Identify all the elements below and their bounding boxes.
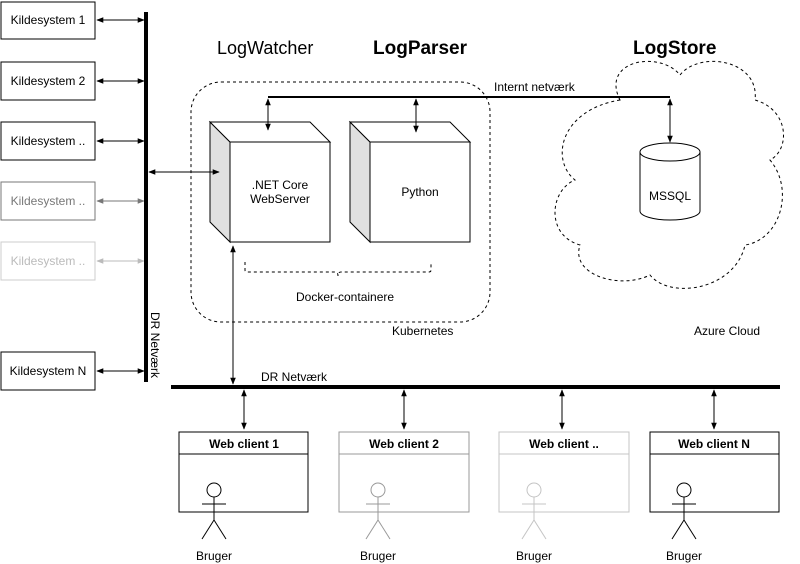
source-system-2: Kildesystem 2 [0,61,96,101]
source-system-5: Kildesystem .. [0,241,96,281]
web-client-title: Web client .. [529,437,599,451]
source-system-label: Kildesystem 1 [11,13,86,27]
web-client-2: Web client 2 Bruger [338,431,470,563]
user-label: Bruger [516,549,552,563]
vertical-network-label: DR Netværk [148,312,162,379]
user-icon [521,482,547,540]
user-icon [365,482,391,540]
source-system-label: Kildesystem .. [11,194,86,208]
source-system-3: Kildesystem .. [0,121,96,161]
web-client-3: Web client .. Bruger [498,431,630,563]
dotnet-label-line2: WebServer [250,192,310,206]
kubernetes-cluster [190,81,491,323]
user-icon [201,482,227,540]
dotnet-container: .NET Core WebServer [208,120,332,244]
dotnet-label-line1: .NET Core [252,178,309,192]
source-system-label: Kildesystem .. [11,134,86,148]
docker-brace [244,262,432,277]
web-client-n: Web client N Bruger [649,431,780,563]
horizontal-network-label: DR Netværk [261,370,328,384]
web-client-1: Web client 1 Bruger [178,431,309,563]
python-container: Python [348,120,472,244]
docker-label: Docker-containere [296,290,394,304]
mssql-database: MSSQL [639,142,701,221]
source-system-label: Kildesystem .. [11,254,86,268]
source-system-1: Kildesystem 1 [0,1,96,40]
user-label: Bruger [666,549,702,563]
internal-network-label: Internt netværk [494,80,576,94]
python-label: Python [401,185,438,199]
source-system-4: Kildesystem .. [0,181,96,221]
logparser-title: LogParser [373,38,468,59]
source-system-n: Kildesystem N [0,351,96,391]
web-client-title: Web client 1 [209,437,279,451]
source-system-label: Kildesystem 2 [11,74,86,88]
user-icon [671,482,697,540]
user-label: Bruger [360,549,396,563]
web-client-title: Web client N [678,437,750,451]
source-system-label: Kildesystem N [10,364,87,378]
web-client-title: Web client 2 [369,437,439,451]
web-client-connectors [241,389,717,430]
azure-label: Azure Cloud [694,324,760,338]
logstore-title: LogStore [633,38,716,59]
user-label: Bruger [196,549,232,563]
kubernetes-label: Kubernetes [392,324,453,338]
logwatcher-title: LogWatcher [217,38,313,58]
mssql-label: MSSQL [649,189,691,203]
source-system-connectors [96,17,145,374]
